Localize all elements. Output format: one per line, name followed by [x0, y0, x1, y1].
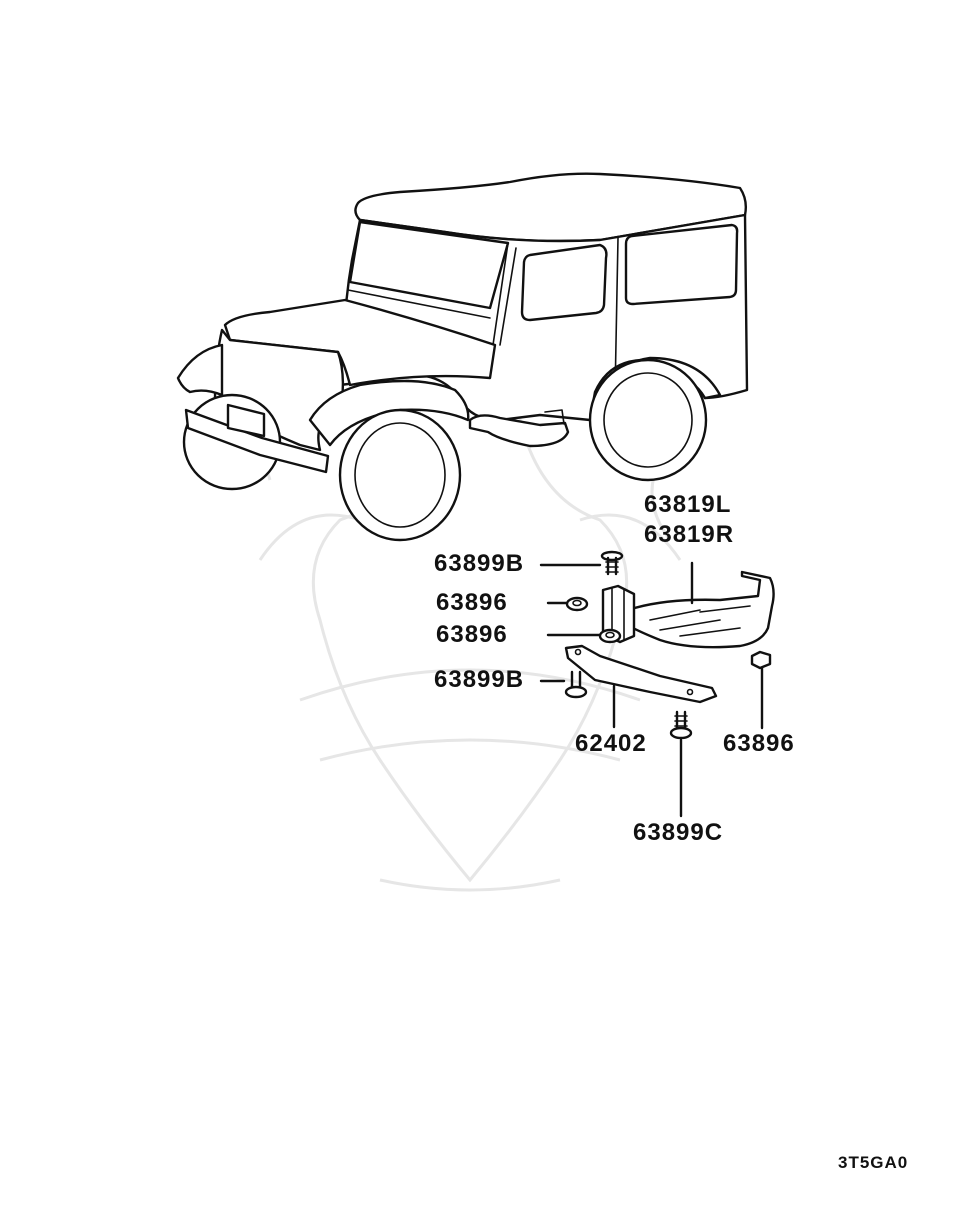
callout-step-right: 63819R	[644, 521, 735, 548]
callout-bolt-upper: 63899B	[434, 550, 525, 577]
callout-nut-right: 63896	[723, 730, 795, 757]
nut-middle	[598, 628, 622, 644]
diagram-code: 3T5GA0	[838, 1153, 909, 1172]
vehicle-door-window	[520, 243, 608, 322]
callout-bolt-lower: 63899B	[434, 666, 525, 693]
nut-upper	[565, 596, 589, 612]
bracket	[564, 644, 718, 704]
bolt-upper	[600, 550, 624, 576]
bolt-bottom	[669, 710, 693, 740]
vehicle-bumper	[184, 408, 330, 474]
vehicle-step-installed	[468, 414, 570, 448]
parts-exploded-view	[539, 550, 775, 818]
vehicle-front-fender	[176, 343, 224, 397]
nut-right	[750, 650, 772, 670]
vehicle-rear-wheel	[588, 358, 708, 482]
callout-nut-upper: 63896	[436, 589, 508, 616]
vehicle-windshield	[348, 220, 510, 310]
vehicle-hood	[223, 298, 497, 387]
bolt-lower	[564, 670, 588, 699]
step-plate	[620, 570, 775, 649]
vehicle-illustration	[176, 172, 749, 542]
vehicle-front-wheel-right	[338, 408, 462, 542]
callout-bolt-bottom: 63899C	[633, 819, 724, 846]
callout-nut-middle: 63896	[436, 621, 508, 648]
vehicle-rear-window	[624, 223, 739, 306]
callout-step-left: 63819L	[644, 491, 732, 518]
callout-bracket: 62402	[575, 730, 647, 757]
